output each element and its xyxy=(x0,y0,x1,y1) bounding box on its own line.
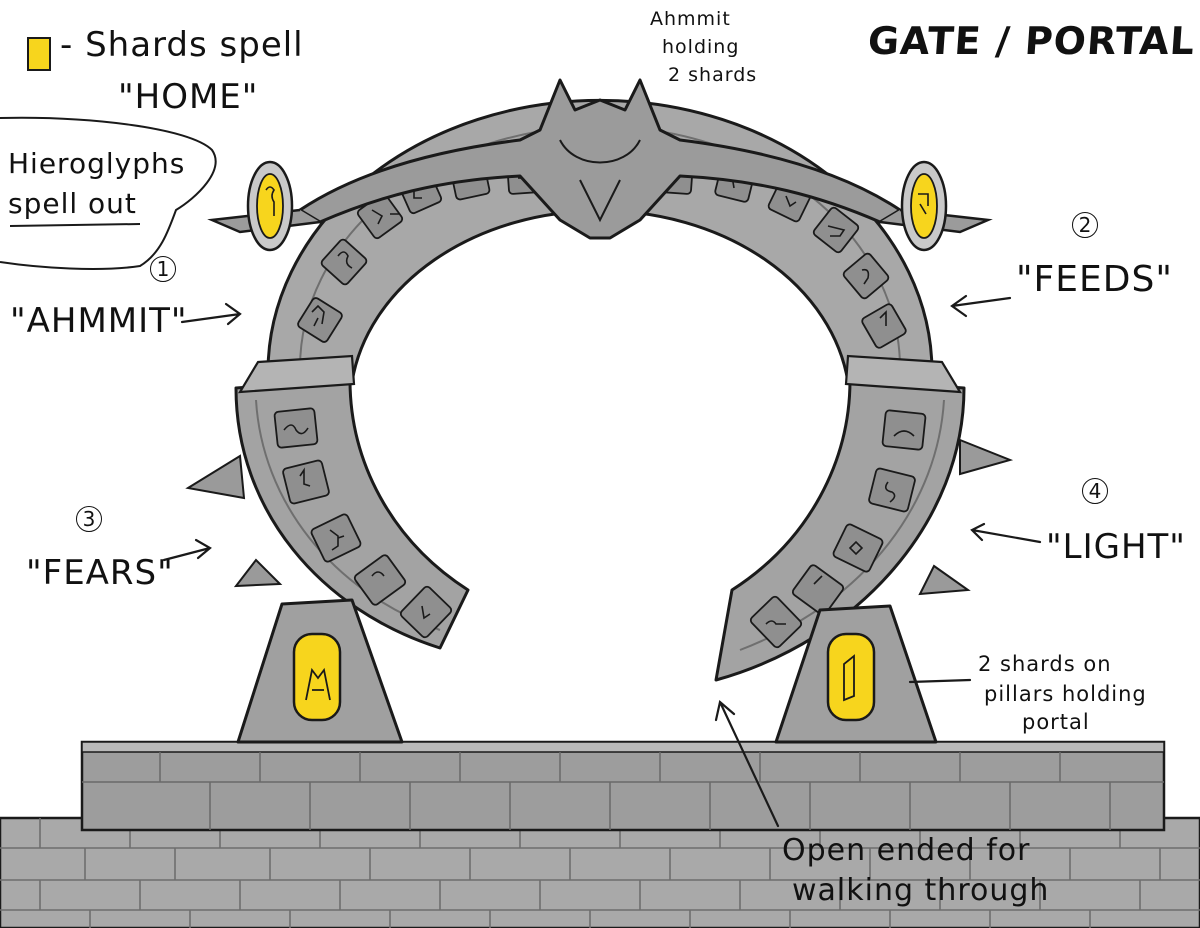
left-glyph-tiles xyxy=(273,407,453,639)
label-number-3: 3 xyxy=(76,506,102,532)
bottom-note-line2: walking through xyxy=(792,873,1050,908)
ahmmit-figure xyxy=(207,78,993,240)
right-glyph-tiles xyxy=(749,409,927,649)
left-glyph-marks xyxy=(283,424,431,620)
label-fears: "FEARS" xyxy=(26,553,174,593)
right-pillar xyxy=(774,604,938,744)
legend-shard-swatch xyxy=(27,37,51,71)
bottom-note-line1: Open ended for xyxy=(782,833,1031,868)
legend-line1: - Shards spell xyxy=(60,25,304,65)
pillar-note-line1: 2 shards on xyxy=(978,652,1112,676)
top-left-shard xyxy=(246,160,294,252)
label-number-1: 1 xyxy=(150,256,176,282)
top-note-line1: Ahmmit xyxy=(650,8,731,30)
spell-out-underline xyxy=(9,223,141,227)
page-title: GATE / PORTAL xyxy=(866,19,1197,63)
legend-line2: "HOME" xyxy=(118,77,259,117)
pillar-note-line2: pillars holding xyxy=(984,682,1147,706)
left-pillar xyxy=(236,598,404,744)
hieroglyph-note-line2: spell out xyxy=(8,187,137,220)
hieroglyph-note-line1: Hieroglyphs xyxy=(8,147,186,180)
right-glyph-marks xyxy=(765,430,915,625)
pillar-note-line3: portal xyxy=(1022,710,1090,734)
label-number-4: 4 xyxy=(1082,478,1108,504)
arc-spikes xyxy=(185,438,1014,596)
stone-step xyxy=(80,740,1166,832)
stone-floor xyxy=(0,816,1200,928)
label-number-2: 2 xyxy=(1072,212,1098,238)
hieroglyph-note-bubble xyxy=(0,116,217,270)
label-feeds: "FEEDS" xyxy=(1016,259,1173,300)
label-light: "LIGHT" xyxy=(1046,527,1186,567)
annotation-arrows xyxy=(162,294,1042,828)
top-note-line2: holding xyxy=(662,36,740,58)
label-ahmmit: "AHMMIT" xyxy=(10,301,188,341)
ring-joints xyxy=(237,354,963,394)
top-right-shard xyxy=(900,160,948,252)
top-note-line3: 2 shards xyxy=(668,64,758,86)
